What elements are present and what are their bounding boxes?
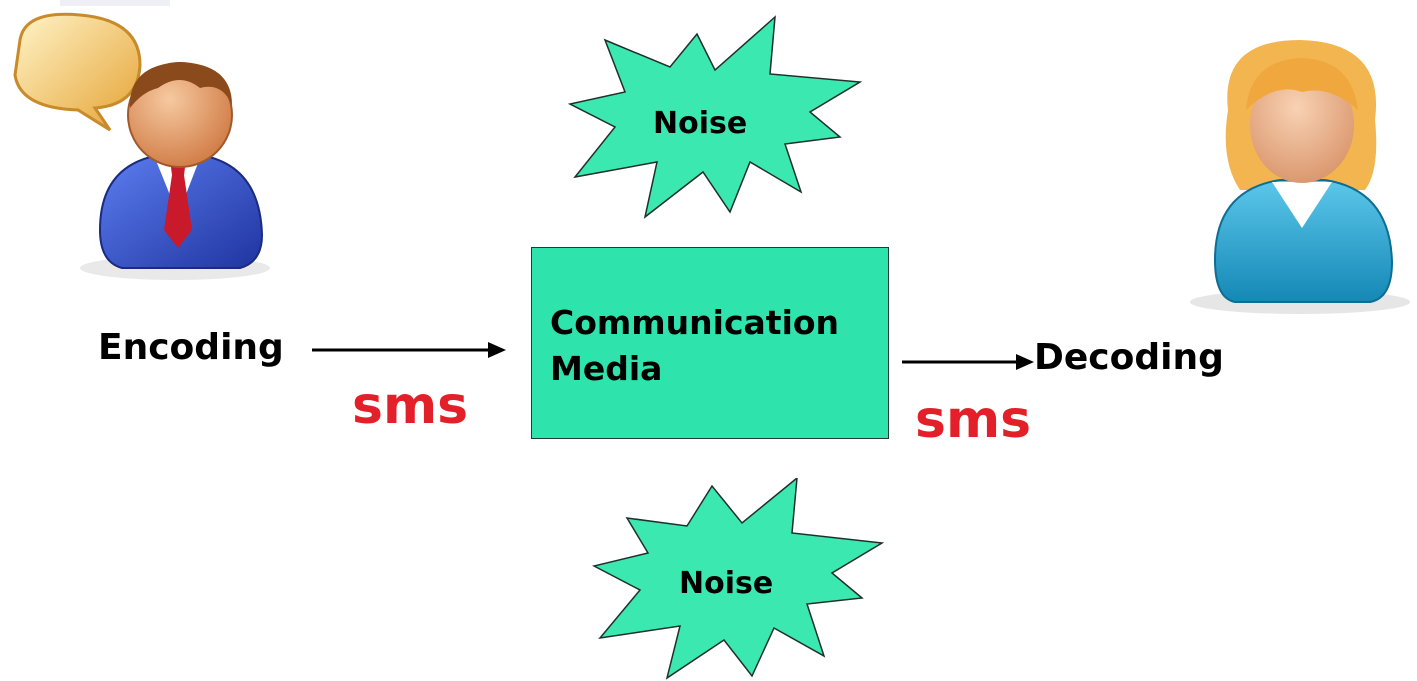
communication-media-label: Communication Media: [550, 300, 839, 392]
channel-sms-left: sms: [352, 376, 469, 436]
sender-person-icon: [13, 12, 270, 280]
decoding-label: Decoding: [1034, 337, 1224, 378]
encoding-label: Encoding: [98, 327, 284, 368]
top-edge-strip: [60, 0, 170, 6]
noise-label-top: Noise: [653, 106, 748, 141]
noise-burst-bottom: [592, 478, 885, 680]
speech-bubble-icon: [13, 12, 142, 132]
communication-media-box: [531, 247, 889, 439]
decoding-arrow-icon: [902, 354, 1034, 370]
receiver-person-icon: [1190, 40, 1410, 314]
noise-label-bottom: Noise: [679, 566, 774, 601]
noise-burst-top: [567, 15, 863, 219]
media-line-2: Media: [550, 349, 663, 388]
encoding-arrow-icon: [312, 342, 506, 358]
media-line-1: Communication: [550, 303, 840, 342]
channel-sms-right: sms: [915, 390, 1032, 450]
